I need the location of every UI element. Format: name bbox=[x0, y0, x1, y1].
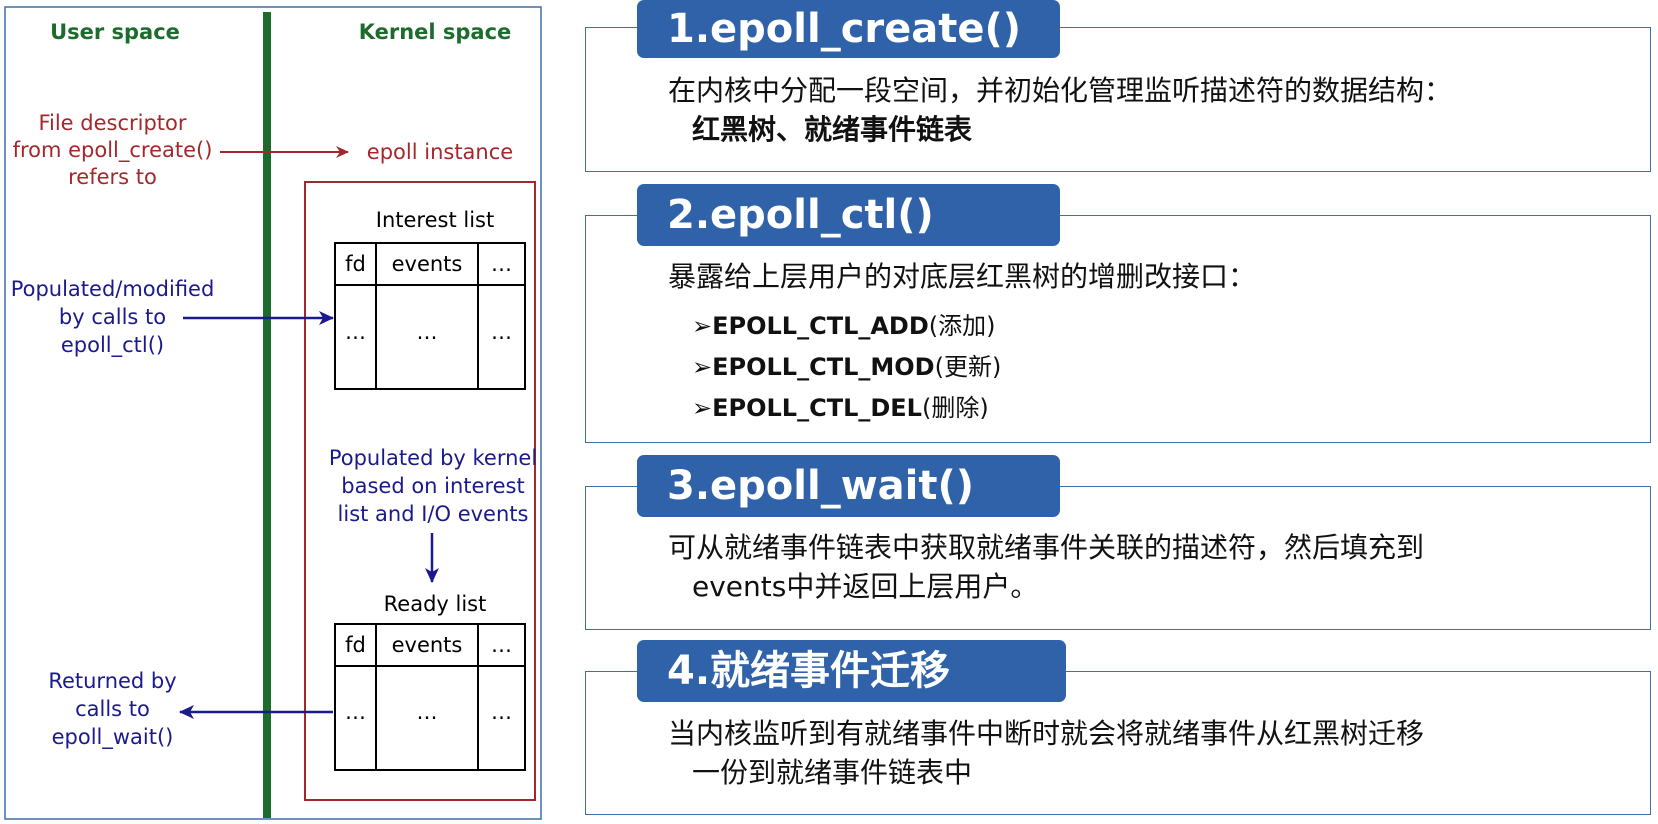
space-divider bbox=[263, 12, 271, 818]
ready-migration-desc-line1: 当内核监听到有就绪事件中断时就会将就绪事件从红黑树迁移 bbox=[668, 717, 1425, 750]
fd-note: File descriptor from epoll_create() refe… bbox=[12, 111, 213, 189]
ready-cell: … bbox=[345, 700, 366, 724]
epoll-instance-label: epoll instance bbox=[366, 140, 514, 164]
populated-kernel-note: Populated by kernel based on interest li… bbox=[328, 446, 538, 526]
interest-col-events: events bbox=[391, 252, 463, 276]
ready-cell: … bbox=[416, 700, 438, 724]
epoll-wait-desc-line2: events中并返回上层用户。 bbox=[692, 570, 1039, 603]
epoll-create-desc: 在内核中分配一段空间，并初始化管理监听描述符的数据结构： bbox=[668, 74, 1453, 107]
ready-col-fd: fd bbox=[345, 633, 366, 657]
epoll-instance-box bbox=[304, 181, 536, 801]
ready-col-events: events bbox=[391, 633, 463, 657]
ready-col-more: … bbox=[491, 633, 512, 657]
interest-col-more: … bbox=[491, 252, 512, 276]
ready-cell: … bbox=[491, 700, 512, 724]
section-epoll-ctl bbox=[585, 215, 1651, 443]
user-space-label: User space bbox=[50, 20, 180, 44]
epoll-ctl-mod-item: ➢EPOLL_CTL_MOD(更新) bbox=[692, 353, 1002, 381]
ready-migration-desc-line2: 一份到就绪事件链表中 bbox=[692, 756, 973, 789]
interest-cell: … bbox=[491, 320, 512, 344]
returned-by-note: Returned by calls to epoll_wait() bbox=[48, 669, 177, 749]
epoll-ctl-del-item: ➢EPOLL_CTL_DEL(删除) bbox=[692, 394, 989, 422]
populated-modified-note: Populated/modified by calls to epoll_ctl… bbox=[10, 277, 215, 357]
interest-col-fd: fd bbox=[345, 252, 366, 276]
interest-list-label: Interest list bbox=[375, 208, 495, 232]
diagram-frame bbox=[4, 6, 542, 820]
epoll-ctl-intro: 暴露给上层用户的对底层红黑树的增删改接口： bbox=[668, 260, 1257, 293]
section-title-epoll-create: 1.epoll_create() bbox=[637, 0, 1060, 58]
section-title-epoll-ctl: 2.epoll_ctl() bbox=[637, 184, 1060, 246]
epoll-create-structures: 红黑树、就绪事件链表 bbox=[692, 113, 973, 146]
arrow-bullet-icon: ➢ bbox=[692, 353, 713, 381]
interest-cell: … bbox=[345, 320, 366, 344]
interest-list-table bbox=[334, 242, 526, 390]
diagram-graphics bbox=[4, 6, 542, 820]
arrow-bullet-icon: ➢ bbox=[692, 312, 713, 340]
epoll-wait-desc-line1: 可从就绪事件链表中获取就绪事件关联的描述符，然后填充到 bbox=[668, 531, 1425, 564]
arrow-bullet-icon: ➢ bbox=[692, 394, 713, 422]
section-title-ready-migration: 4.就绪事件迁移 bbox=[637, 640, 1066, 702]
interest-cell: … bbox=[416, 320, 438, 344]
ready-list-label: Ready list bbox=[383, 592, 487, 616]
ready-list-table bbox=[334, 623, 526, 771]
epoll-ctl-add-item: ➢EPOLL_CTL_ADD(添加) bbox=[692, 312, 996, 340]
kernel-space-label: Kernel space bbox=[358, 20, 512, 44]
section-title-epoll-wait: 3.epoll_wait() bbox=[637, 455, 1060, 517]
